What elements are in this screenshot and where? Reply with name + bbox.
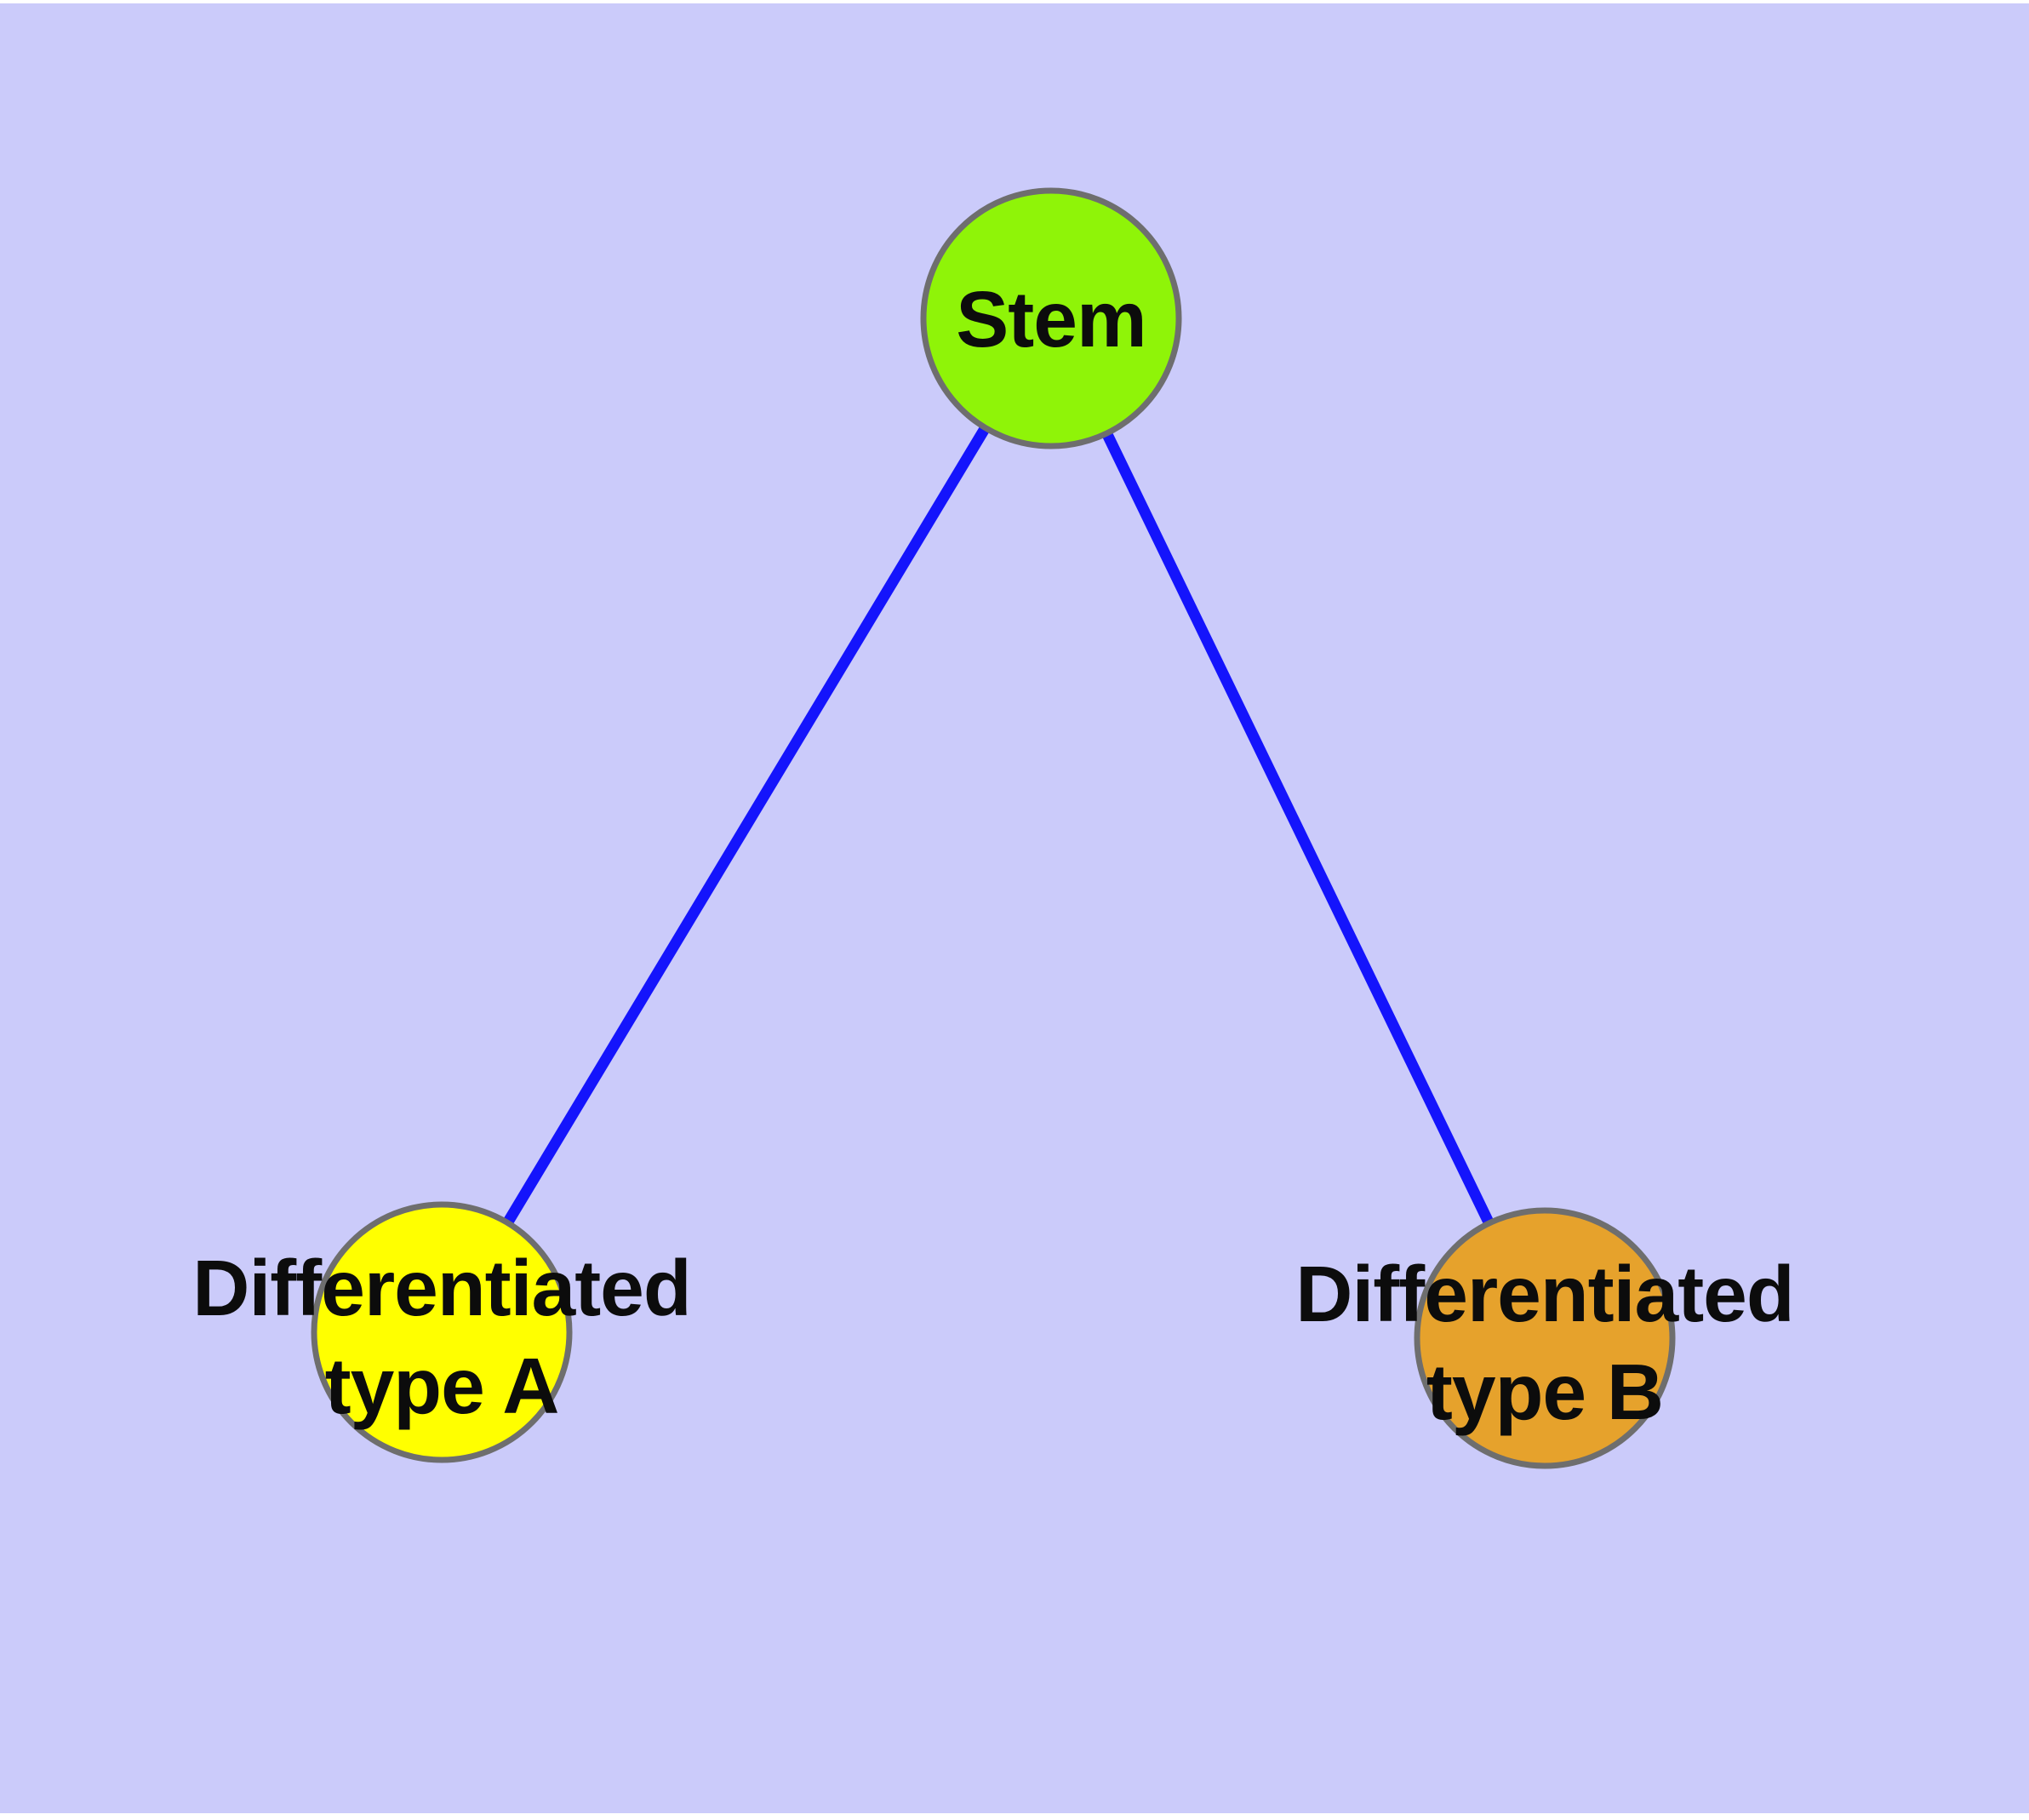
edge-layer: [437, 315, 1550, 1341]
stem-node-label: Stem: [956, 275, 1146, 363]
edge-stem-to-type-b: [1046, 316, 1550, 1341]
differentiated-type-a-node-circle: [311, 1201, 573, 1463]
differentiated-type-a-label-line2: type A: [325, 1342, 559, 1430]
differentiated-type-b-label-line2: type B: [1426, 1348, 1663, 1436]
node-layer: [311, 187, 1676, 1469]
differentiated-type-a-label-line1: Differentiated: [192, 1244, 690, 1332]
differentiated-type-b-node-circle: [1414, 1207, 1676, 1469]
edge-stem-to-type-a: [437, 315, 1056, 1336]
differentiated-type-b-label-line1: Differentiated: [1295, 1250, 1793, 1338]
label-layer: Stem Differentiated type A Differentiate…: [192, 275, 1794, 1436]
stem-node-circle: [920, 187, 1182, 449]
